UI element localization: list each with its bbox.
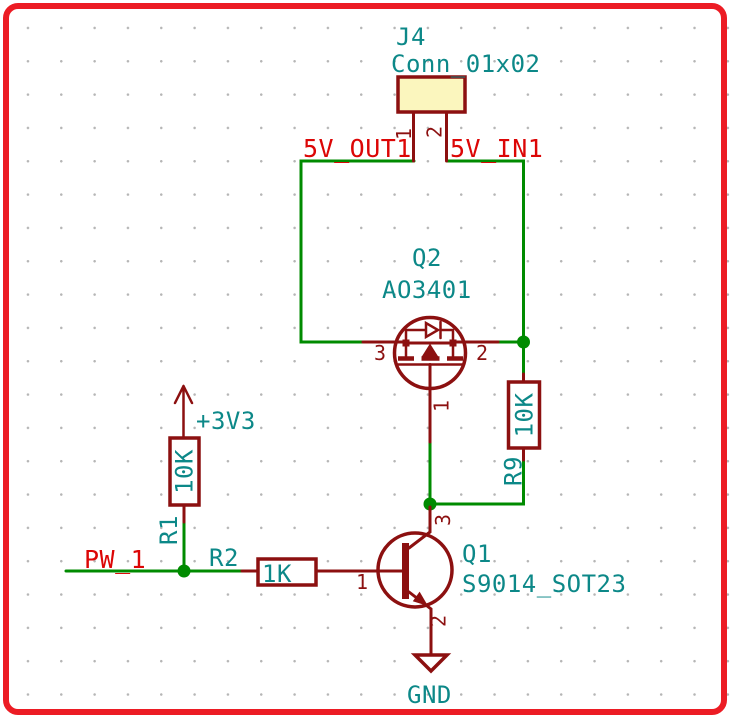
r1-body[interactable] bbox=[168, 436, 201, 507]
power-symbol-3v3[interactable]: +3V3 bbox=[173, 384, 256, 440]
j4-value[interactable]: Conn_01x02 bbox=[391, 50, 541, 78]
r9-body[interactable] bbox=[506, 380, 542, 450]
power-arrow-icon bbox=[173, 384, 194, 440]
mosfet-q2[interactable]: Q2 AO3401 3 2 1 bbox=[361, 244, 500, 444]
gnd-label[interactable]: GND bbox=[407, 681, 452, 709]
net-label-pw1[interactable]: PW_1 bbox=[84, 545, 146, 574]
junction-dot bbox=[423, 497, 437, 511]
r9-reference[interactable]: R9 bbox=[500, 456, 528, 486]
q2-body-diode-loop bbox=[404, 328, 455, 345]
r1-value[interactable]: 10K bbox=[171, 449, 199, 494]
junction-dot bbox=[177, 564, 191, 578]
wire-junction-to-r9-bottom[interactable] bbox=[428, 458, 525, 506]
q1-pin2-number: 2 bbox=[427, 615, 451, 627]
net-label-5v-in[interactable]: 5V_IN1 bbox=[450, 134, 543, 163]
net-label-5v-out[interactable]: 5V_OUT1 bbox=[303, 134, 412, 163]
q1-reference[interactable]: Q1 bbox=[462, 540, 492, 568]
power-rail-label[interactable]: +3V3 bbox=[196, 407, 256, 435]
r2-value[interactable]: 1K bbox=[262, 560, 292, 588]
r2-reference[interactable]: R2 bbox=[209, 544, 239, 572]
q2-substrate-arrow bbox=[421, 343, 439, 357]
r2-body[interactable] bbox=[256, 557, 318, 587]
r1-reference[interactable]: R1 bbox=[155, 515, 183, 545]
wires[interactable] bbox=[64, 159, 530, 578]
q1-emitter-arrow bbox=[412, 591, 428, 606]
wire-j4pin1-to-q2drain[interactable] bbox=[299, 159, 416, 344]
q2-pin3-number: 3 bbox=[374, 341, 386, 365]
q1-collector bbox=[407, 505, 432, 550]
q1-base-bar bbox=[402, 543, 409, 599]
gnd-triangle-icon bbox=[410, 653, 452, 674]
q1-pin3-number: 3 bbox=[431, 514, 455, 526]
resistor-r1[interactable]: 10K R1 bbox=[155, 436, 201, 545]
resistor-r2[interactable]: R2 1K bbox=[209, 544, 405, 588]
power-symbol-gnd[interactable]: GND bbox=[407, 653, 452, 709]
transistor-q1[interactable]: Q1 S9014_SOT23 1 3 2 bbox=[314, 505, 626, 657]
resistor-r9[interactable]: 10K R9 bbox=[500, 372, 542, 486]
j4-reference[interactable]: J4 bbox=[396, 23, 426, 51]
q2-pin1-number: 1 bbox=[430, 400, 454, 412]
r9-value[interactable]: 10K bbox=[511, 393, 539, 438]
j4-pin1-number: 1 bbox=[392, 128, 416, 140]
j4-pin2-number: 2 bbox=[423, 126, 447, 138]
q2-pin2-number: 2 bbox=[476, 341, 488, 365]
wire-j4pin2-to-r9-top[interactable] bbox=[445, 159, 525, 376]
q1-value[interactable]: S9014_SOT23 bbox=[462, 570, 626, 598]
junction-dot bbox=[517, 335, 530, 349]
q2-reference[interactable]: Q2 bbox=[412, 244, 442, 272]
connector-j4[interactable]: J4 Conn_01x02 1 2 bbox=[391, 23, 541, 163]
q2-body-diode-triangle bbox=[424, 320, 441, 340]
q1-pin1-number: 1 bbox=[356, 570, 368, 594]
j4-body[interactable] bbox=[396, 75, 467, 114]
q2-value[interactable]: AO3401 bbox=[382, 276, 472, 304]
